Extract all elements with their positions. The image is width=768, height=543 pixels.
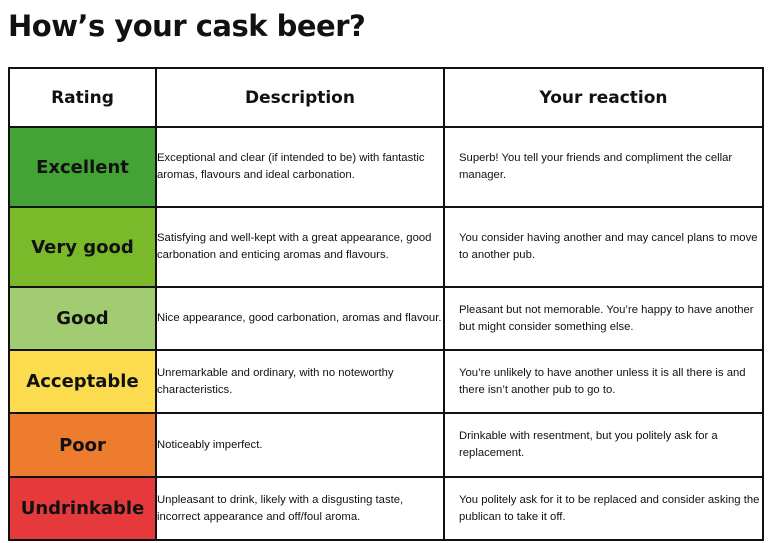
reaction-good: Pleasant but not memorable. You’re happy… bbox=[443, 286, 764, 351]
table-row-acceptable: Acceptable Unremarkable and ordinary, wi… bbox=[8, 349, 764, 414]
description-acceptable: Unremarkable and ordinary, with no notew… bbox=[155, 349, 445, 414]
description-good: Nice appearance, good carbonation, aroma… bbox=[155, 286, 445, 351]
cask-beer-rating-table: Rating Description Your reaction Excelle… bbox=[8, 67, 764, 541]
rating-acceptable: Acceptable bbox=[8, 349, 157, 414]
reaction-poor: Drinkable with resentment, but you polit… bbox=[443, 412, 764, 478]
table-row-poor: Poor Noticeably imperfect. Drinkable wit… bbox=[8, 412, 764, 478]
rating-very-good: Very good bbox=[8, 206, 157, 288]
rating-undrinkable: Undrinkable bbox=[8, 476, 157, 541]
description-very-good: Satisfying and well-kept with a great ap… bbox=[155, 206, 445, 288]
header-rating: Rating bbox=[8, 67, 157, 128]
description-undrinkable: Unpleasant to drink, likely with a disgu… bbox=[155, 476, 445, 541]
table-header-row: Rating Description Your reaction bbox=[8, 67, 764, 128]
description-excellent: Exceptional and clear (if intended to be… bbox=[155, 126, 445, 208]
reaction-very-good: You consider having another and may canc… bbox=[443, 206, 764, 288]
page-title: How’s your cask beer? bbox=[8, 9, 366, 43]
description-poor: Noticeably imperfect. bbox=[155, 412, 445, 478]
rating-excellent: Excellent bbox=[8, 126, 157, 208]
reaction-excellent: Superb! You tell your friends and compli… bbox=[443, 126, 764, 208]
table-row-excellent: Excellent Exceptional and clear (if inte… bbox=[8, 126, 764, 208]
table-row-very-good: Very good Satisfying and well-kept with … bbox=[8, 206, 764, 288]
table-row-good: Good Nice appearance, good carbonation, … bbox=[8, 286, 764, 351]
reaction-acceptable: You’re unlikely to have another unless i… bbox=[443, 349, 764, 414]
header-reaction: Your reaction bbox=[443, 67, 764, 128]
table-row-undrinkable: Undrinkable Unpleasant to drink, likely … bbox=[8, 476, 764, 541]
rating-good: Good bbox=[8, 286, 157, 351]
header-description: Description bbox=[155, 67, 445, 128]
rating-poor: Poor bbox=[8, 412, 157, 478]
reaction-undrinkable: You politely ask for it to be replaced a… bbox=[443, 476, 764, 541]
